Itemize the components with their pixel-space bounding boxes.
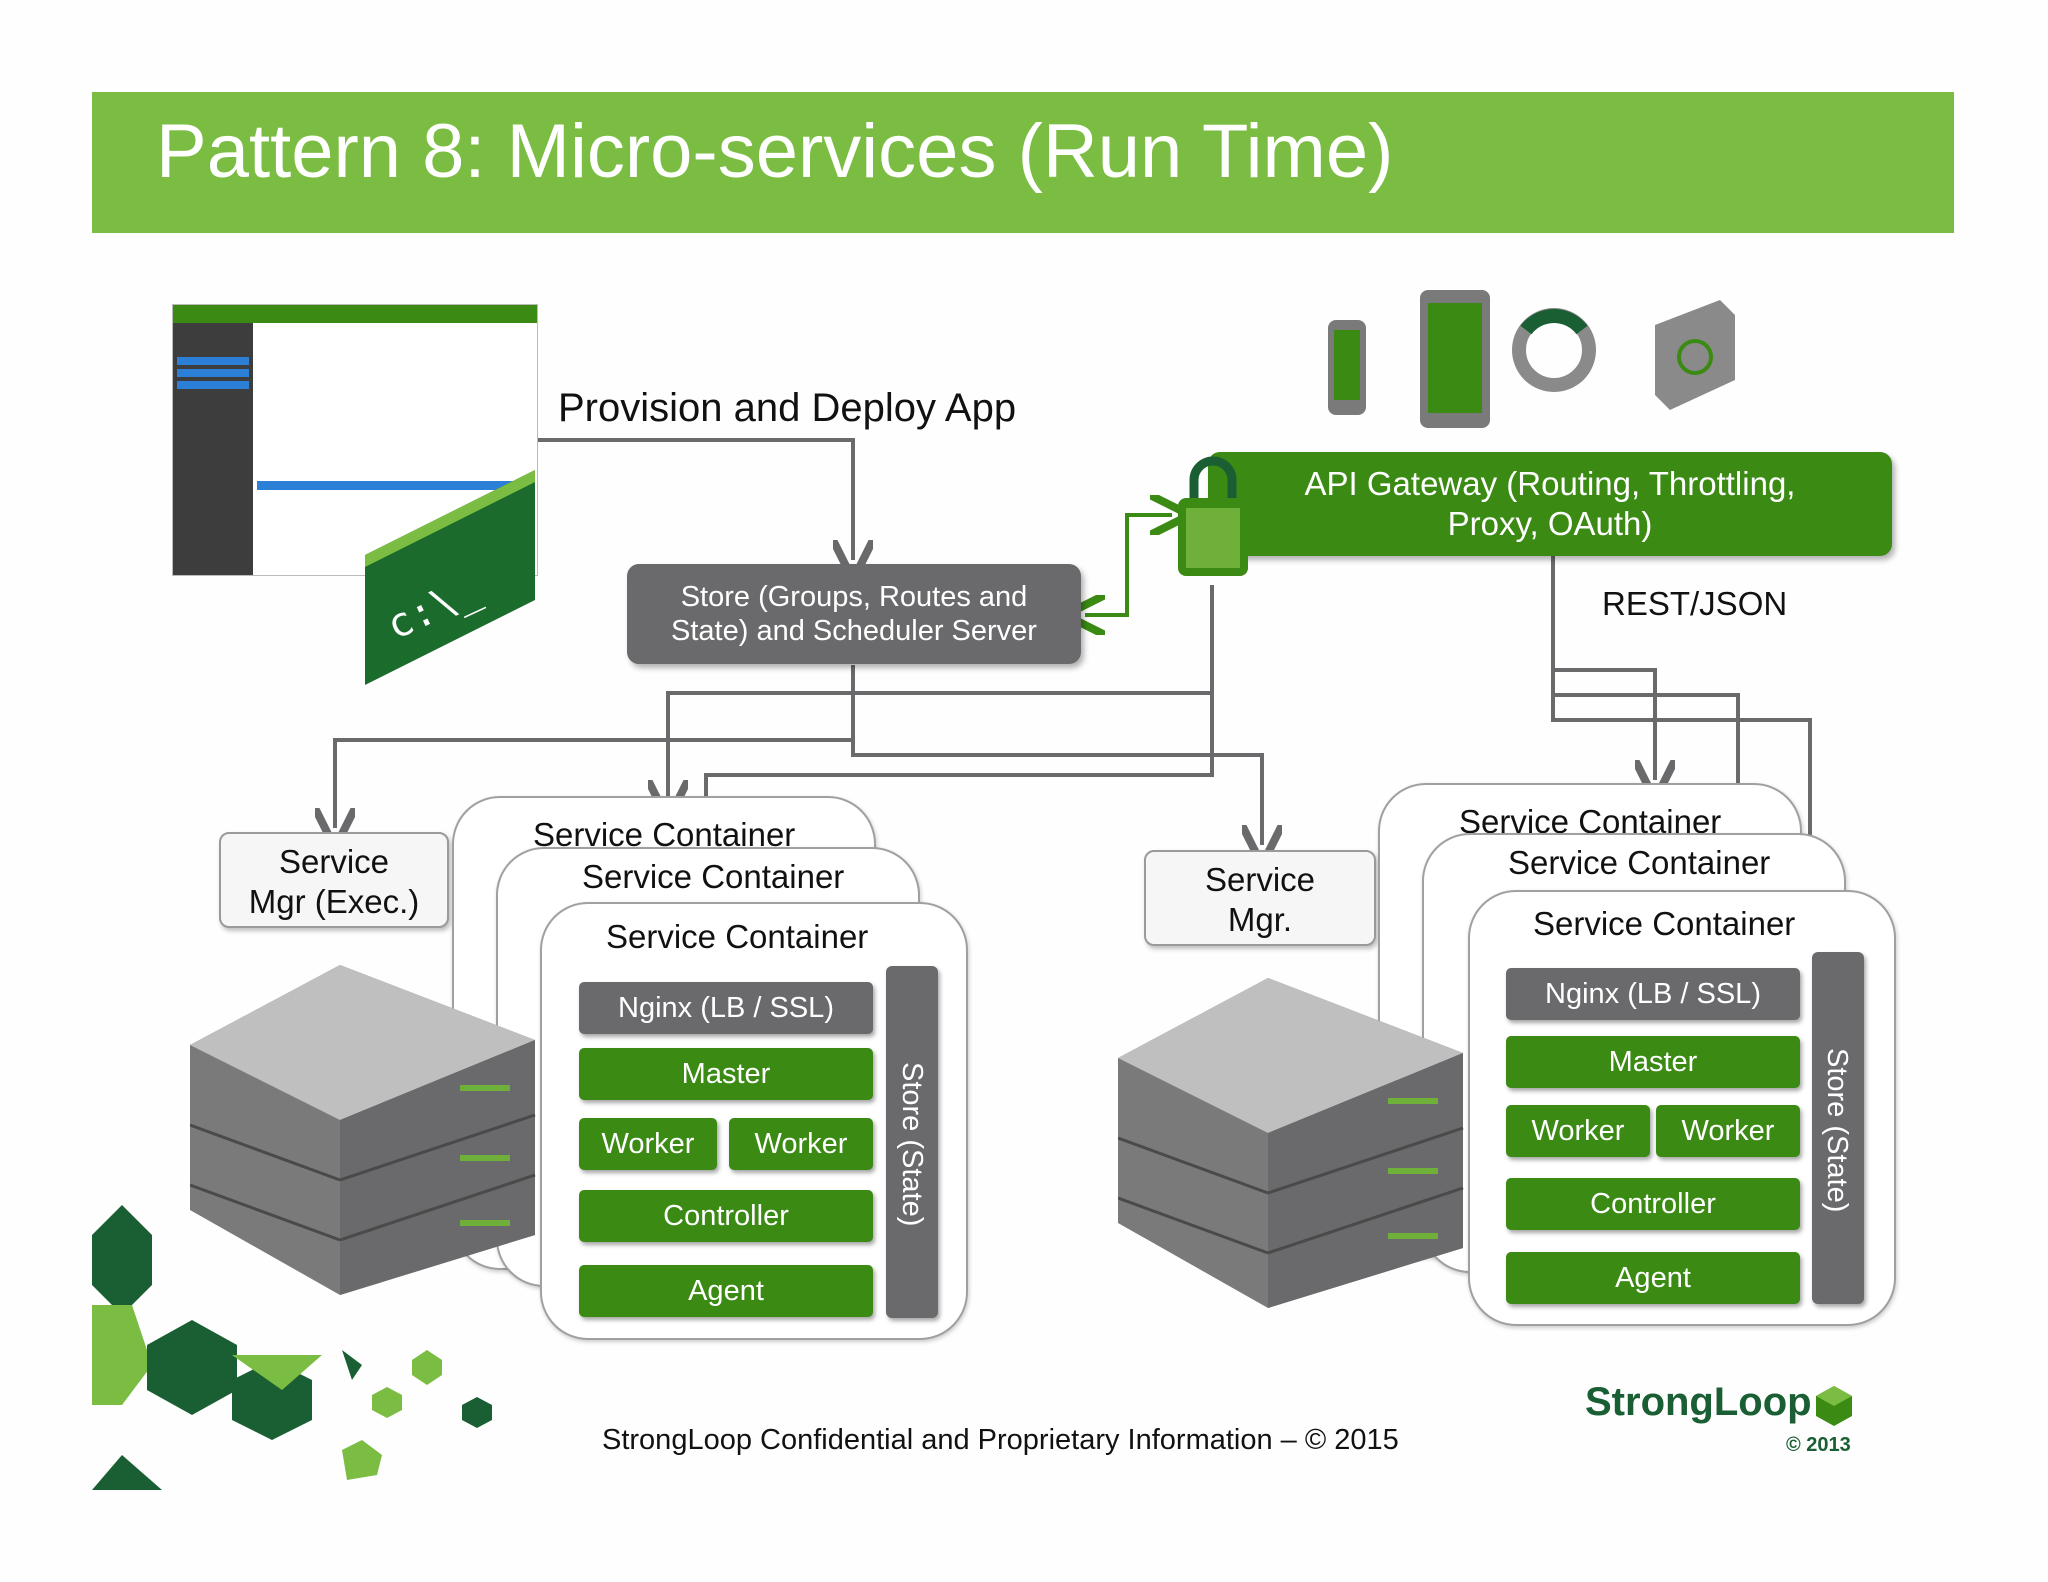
master-node: Master bbox=[579, 1048, 873, 1100]
logo-cube-icon bbox=[1816, 1386, 1852, 1426]
agent-node: Agent bbox=[1506, 1252, 1800, 1304]
store-scheduler-server: Store (Groups, Routes and State) and Sch… bbox=[627, 564, 1081, 664]
strongloop-logo: StrongLoop bbox=[1585, 1380, 1812, 1424]
provision-label: Provision and Deploy App bbox=[558, 386, 1017, 430]
console-screenshot bbox=[172, 304, 538, 576]
service-mgr-exec: Service Mgr (Exec.) bbox=[219, 832, 449, 928]
container-title: Service Container bbox=[582, 858, 845, 895]
controller-node: Controller bbox=[579, 1190, 873, 1242]
logo-year: © 2013 bbox=[1786, 1434, 1851, 1456]
service-mgr: Service Mgr. bbox=[1144, 850, 1376, 946]
console-terminal-icon bbox=[365, 470, 535, 685]
nginx-lb: Nginx (LB / SSL) bbox=[579, 982, 873, 1034]
api-gateway: API Gateway (Routing, Throttling, Proxy,… bbox=[1208, 452, 1892, 556]
api-gateway-line1: API Gateway (Routing, Throttling, bbox=[1304, 465, 1796, 502]
container-title: Service Container bbox=[1508, 844, 1771, 881]
rest-json-label: REST/JSON bbox=[1602, 585, 1788, 622]
worker-node: Worker bbox=[1656, 1105, 1800, 1157]
mgr-line1: Service bbox=[278, 843, 390, 880]
container-title: Service Container bbox=[533, 816, 796, 853]
server-stack-icon bbox=[1118, 978, 1464, 1308]
api-gateway-line2: Proxy, OAuth) bbox=[1447, 505, 1653, 542]
store-state-bar bbox=[886, 966, 938, 1318]
worker-node: Worker bbox=[579, 1118, 717, 1170]
tablet-icon bbox=[1420, 290, 1490, 428]
footer-text: StrongLoop Confidential and Proprietary … bbox=[602, 1424, 1399, 1456]
container-title: Service Container bbox=[1533, 905, 1796, 942]
worker-node: Worker bbox=[1506, 1105, 1650, 1157]
header-bar bbox=[92, 92, 1954, 233]
mgr-line1: Service bbox=[1204, 861, 1316, 898]
nginx-lb: Nginx (LB / SSL) bbox=[1506, 968, 1800, 1020]
container-title: Service Container bbox=[606, 918, 869, 955]
page-title: Pattern 8: Micro-services (Run Time) bbox=[156, 109, 1394, 194]
watch-icon bbox=[1512, 308, 1596, 392]
store-state-label: Store (State) bbox=[896, 1062, 928, 1227]
store-state-bar bbox=[1812, 952, 1864, 1304]
lock-icon bbox=[1178, 456, 1248, 576]
server-stack-icon bbox=[190, 965, 536, 1295]
controller-node: Controller bbox=[1506, 1178, 1800, 1230]
mgr-line2: Mgr (Exec.) bbox=[248, 883, 420, 920]
store-line1: Store (Groups, Routes and bbox=[680, 581, 1028, 613]
store-state-label: Store (State) bbox=[1821, 1048, 1853, 1213]
worker-node: Worker bbox=[729, 1118, 873, 1170]
store-line2: State) and Scheduler Server bbox=[671, 615, 1037, 647]
hexagon-decoration bbox=[92, 1205, 492, 1490]
agent-node: Agent bbox=[579, 1265, 873, 1317]
wearable-icon bbox=[1655, 300, 1735, 410]
mgr-line2: Mgr. bbox=[1227, 901, 1293, 938]
devices-group bbox=[1328, 290, 1735, 428]
master-node: Master bbox=[1506, 1036, 1800, 1088]
phone-icon bbox=[1328, 320, 1366, 415]
